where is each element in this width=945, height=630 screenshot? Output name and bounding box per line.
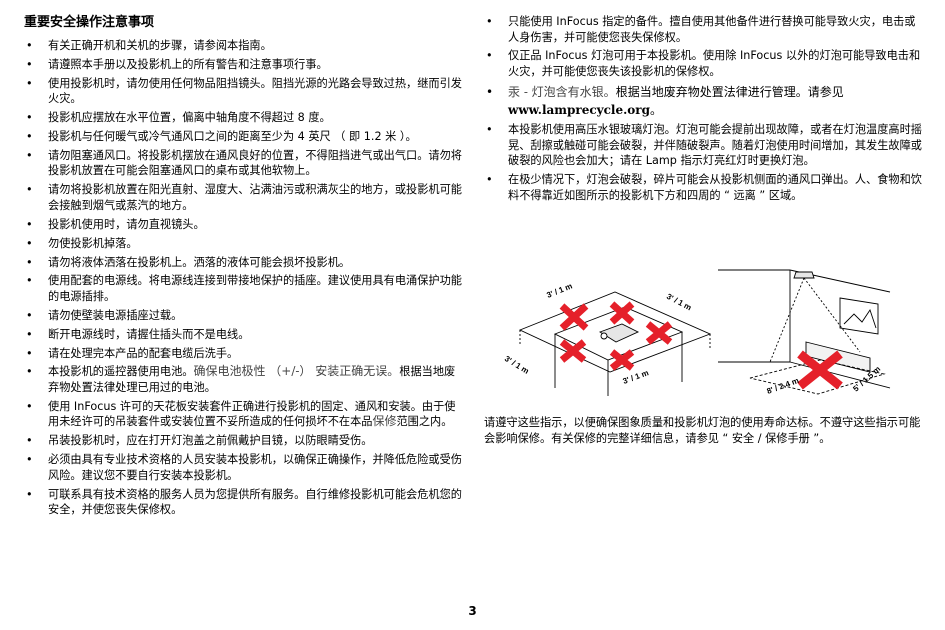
list-item: 可联系具有技术资格的服务人员为您提供所有服务。自行维修投影机可能会危机您的安全，…: [24, 487, 464, 518]
list-item: 断开电源线时，请握住插头而不是电线。: [24, 327, 464, 343]
list-item: 使用配套的电源线。将电源线连接到带接地保护的插座。建议使用具有电涌保护功能的电源…: [24, 273, 464, 304]
list-item-mount: 使用 InFocus 许可的天花板安装套件正确进行投影机的固定、通风和安装。由于…: [24, 399, 464, 430]
floor-zone-outline: [749, 359, 886, 395]
x-mark-icon: [609, 349, 635, 371]
list-item: 在极少情况下，灯泡会破裂，碎片可能会从投影机侧面的通风口弹出。人、食物和饮料不得…: [484, 172, 924, 203]
list-item: 勿使投影机掉落。: [24, 236, 464, 252]
mercury-text-end: 。: [650, 102, 663, 117]
projector-icon: [598, 323, 640, 343]
keep-away-zone-diagram: 3' / 1 m 3' / 1 m 3' / 1 m 3' / 1 m 8' /…: [503, 269, 891, 396]
list-item-remote: 本投影机的遥控器使用电池。确保电池极性 （+/-） 安装正确无误。根据当地废弃物…: [24, 364, 464, 395]
remote-text-a: 本投影机的遥控器使用电池。: [48, 365, 194, 379]
projection-ray: [803, 277, 861, 353]
list-item: 请勿使壁装电源插座过载。: [24, 308, 464, 324]
list-item: 请勿将投影机放置在阳光直射、湿度大、沾满油污或积满灰尘的地方，或投影机可能会接触…: [24, 182, 464, 213]
mount-text-a: 使用 InFocus 许可的天花板安装套件正确进行投影机的固定、通风和安装。由于…: [48, 399, 456, 429]
right-column: 只能使用 InFocus 指定的备件。擅自使用其他备件进行替换可能导致火灾，电击…: [484, 14, 924, 206]
remote-text-c: 根据当地废弃物处置法律处理已用过的电池。: [48, 365, 456, 394]
picture-mountain: [843, 308, 877, 329]
projection-ray: [769, 277, 805, 363]
ceiling-projector-icon: [793, 271, 815, 279]
table-illustration: [518, 291, 712, 396]
dimension-label: 3' / 1 m: [545, 281, 573, 299]
list-item-mercury: 汞 - 灯泡含有水银。根据当地废弃物处置法律进行管理。请参见 www.lampre…: [484, 83, 924, 119]
list-item: 请勿将液体洒落在投影机上。洒落的液体可能会损坏投影机。: [24, 255, 464, 271]
dimension-label: 3' / 1 m: [622, 368, 650, 386]
safety-list-left: 有关正确开机和关机的步骤，请参阅本指南。 请遵照本手册以及投影机上的所有警告和注…: [24, 38, 464, 518]
remote-text-b: 确保电池极性 （+/-） 安装正确无误。: [193, 364, 400, 379]
lamp-recycle-url: www.lamprecycle.org: [508, 102, 651, 117]
dimension-label: 3' / 1 m: [665, 292, 693, 313]
x-mark-icon: [559, 339, 587, 363]
list-item: 请勿阻塞通风口。将投影机摆放在通风良好的位置，不得阻挡进气或出气口。请勿将投影机…: [24, 148, 464, 179]
list-item: 必须由具有专业技术资格的人员安装本投影机，以确保正确操作，并降低危险或受伤风险。…: [24, 452, 464, 483]
table-x-marks: [559, 301, 673, 371]
dimension-label: 8' / 2.4 m: [766, 376, 801, 396]
list-item: 使用投影机时，请勿使用任何物品阻挡镜头。阻挡光源的光路会导致过热，继而引发火灾。: [24, 76, 464, 107]
floor-line: [789, 361, 891, 389]
list-item: 投影机与任何暖气或冷气通风口之间的距离至少为 4 英尺 （ 即 1.2 米 ）。: [24, 129, 464, 145]
list-item: 请遵照本手册以及投影机上的所有警告和注意事项行事。: [24, 57, 464, 73]
mercury-text-b: 根据当地废弃物处置法律进行管理。请参见: [615, 84, 844, 99]
list-item: 有关正确开机和关机的步骤，请参阅本指南。: [24, 38, 464, 54]
warranty-note: 请遵守这些指示，以便确保图象质量和投影机灯泡的使用寿命达标。不遵守这些指示可能会…: [484, 416, 921, 445]
list-item: 仅正品 InFocus 灯泡可用于本投影机。使用除 InFocus 以外的灯泡可…: [484, 48, 924, 79]
mount-text-b: 保修: [372, 414, 397, 429]
list-item: 请在处理完本产品的配套电缆后洗手。: [24, 346, 464, 362]
mount-text-c: 范围之内。: [396, 415, 453, 429]
x-mark-icon: [609, 301, 635, 325]
left-column: 重要安全操作注意事项 有关正确开机和关机的步骤，请参阅本指南。 请遵照本手册以及…: [24, 14, 464, 521]
list-item: 投影机应摆放在水平位置，偏离中轴角度不得超过 8 度。: [24, 110, 464, 126]
projector-lens-icon: [600, 332, 608, 340]
page-number: 3: [468, 604, 477, 618]
x-mark-icon: [797, 350, 843, 390]
section-title: 重要安全操作注意事项: [24, 15, 155, 30]
wall-picture-icon: [839, 297, 879, 335]
mercury-text-a: 汞 - 灯泡含有水银。: [508, 84, 616, 99]
x-mark-icon: [559, 303, 589, 331]
x-mark-icon: [645, 321, 673, 345]
list-item: 只能使用 InFocus 指定的备件。擅自使用其他备件进行替换可能导致火灾，电击…: [484, 14, 924, 45]
safety-list-right: 只能使用 InFocus 指定的备件。擅自使用其他备件进行替换可能导致火灾，电击…: [484, 14, 924, 203]
room-x-marks: [797, 350, 843, 390]
list-item: 投影机使用时，请勿直视镜头。: [24, 217, 464, 233]
dimension-label: 3' / 1 m: [503, 354, 531, 376]
list-item: 吊装投影机时，应在打开灯泡盖之前佩戴护目镜，以防眼睛受伤。: [24, 433, 464, 449]
list-item: 本投影机使用高压水银玻璃灯泡。灯泡可能会提前出现故障，或者在灯泡温度高时摇晃、刮…: [484, 122, 924, 169]
